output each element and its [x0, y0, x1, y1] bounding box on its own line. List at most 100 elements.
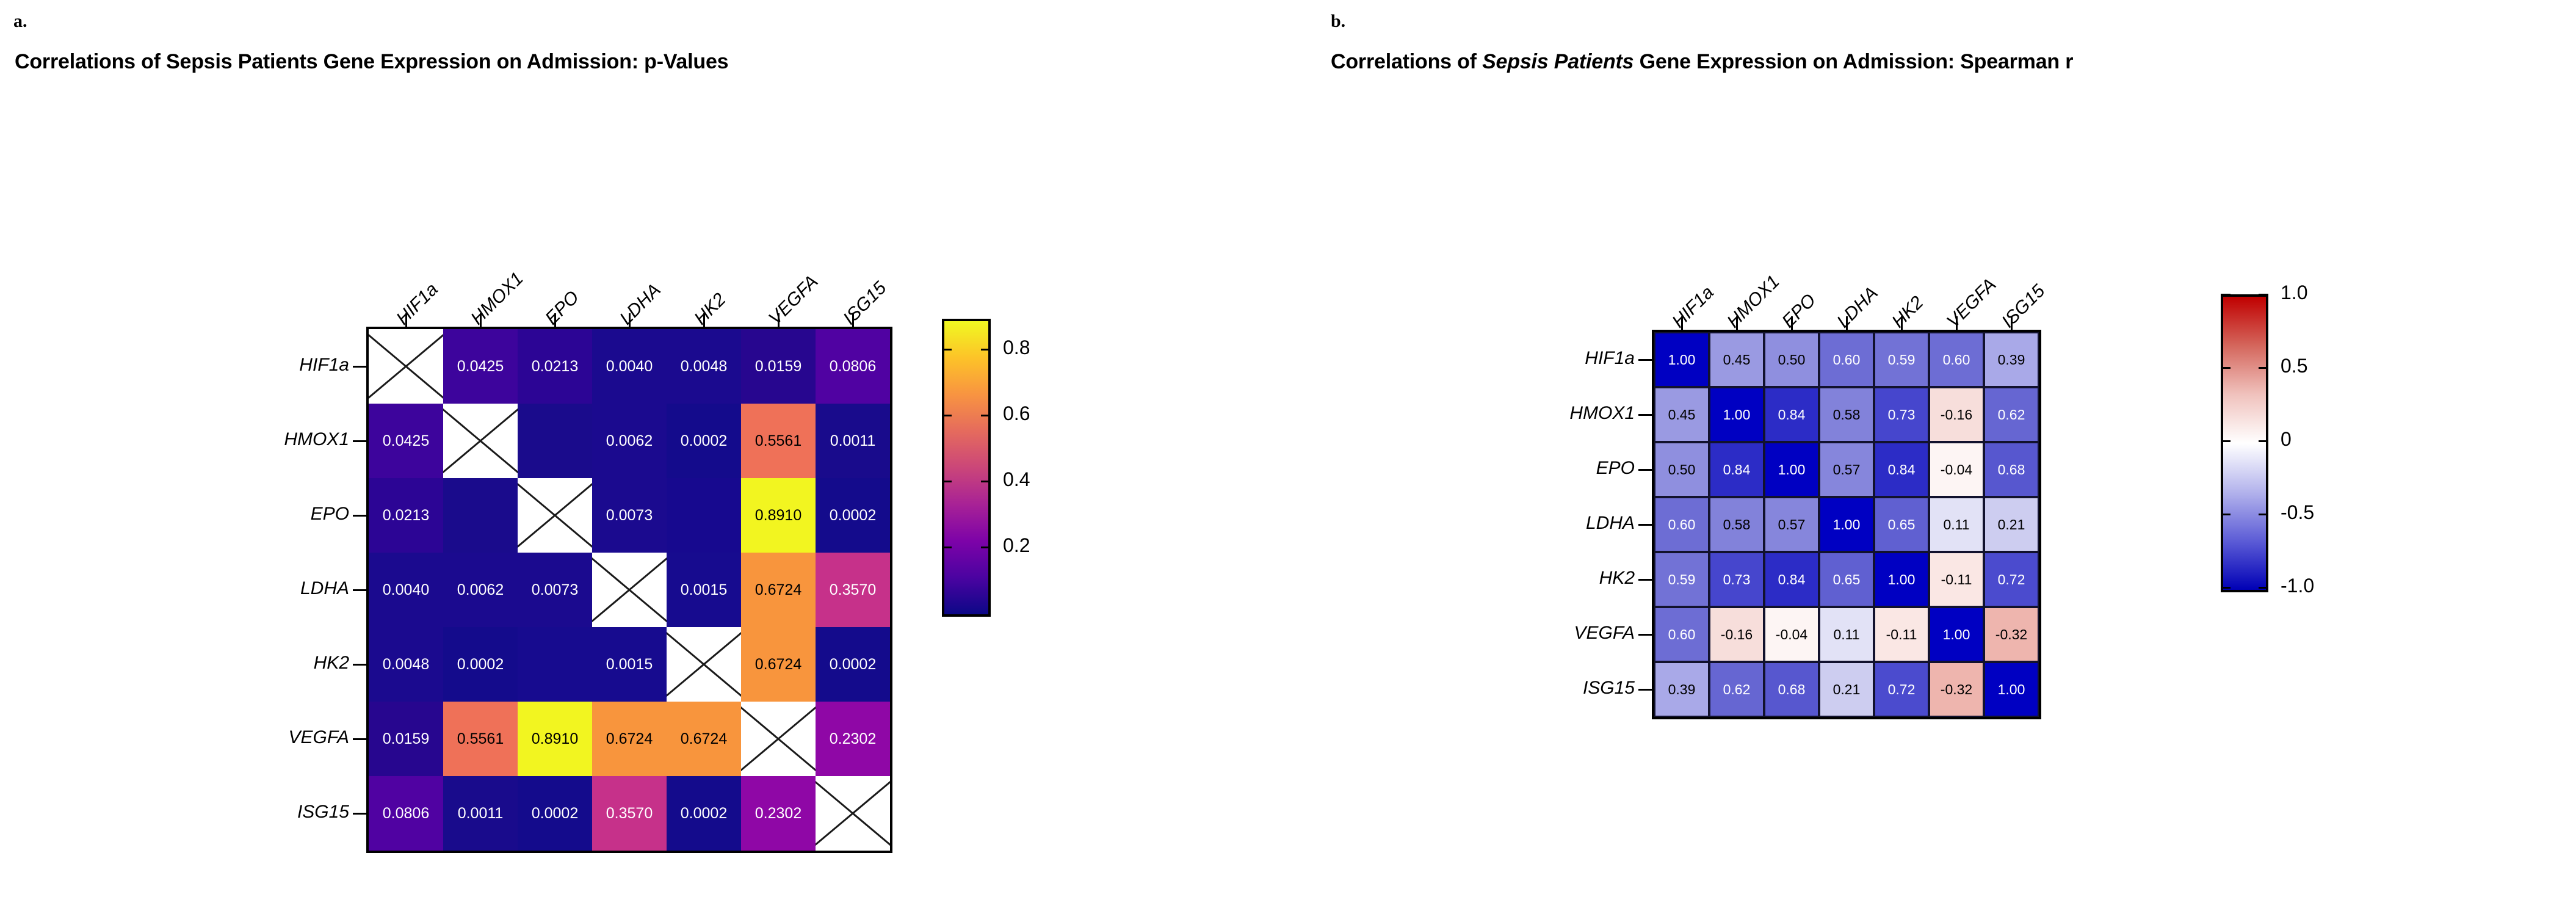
- heatmap-cell-value: 0.0073: [606, 506, 653, 524]
- heatmap-cell-value: 0.68: [1997, 461, 2025, 478]
- heatmap-cell: 0.58: [1819, 387, 1874, 442]
- colorbar-tick: [2259, 440, 2268, 442]
- colorbar-tick-label: 0.6: [1003, 402, 1030, 425]
- heatmap-cell: 0.5561: [741, 404, 816, 478]
- colorbar-tick-label: -1.0: [2281, 575, 2315, 597]
- x-axis-tick: [1956, 316, 1958, 330]
- x-axis-tick: [480, 313, 482, 327]
- heatmap-cell: -0.11: [1929, 552, 1984, 607]
- x-axis-label-EPO: EPO: [1778, 290, 1820, 332]
- heatmap-cell: 0.21: [1819, 662, 1874, 717]
- heatmap-cell-value: 0.73: [1887, 406, 1916, 423]
- heatmap-cell: 0.6724: [592, 702, 667, 776]
- colorbar-tick: [942, 415, 952, 417]
- heatmap-cell: 1.00: [1984, 662, 2039, 717]
- heatmap-cell-value: 0.58: [1723, 516, 1751, 532]
- heatmap-cell: 0.2302: [741, 776, 816, 851]
- heatmap-cell-value: 0.0040: [606, 357, 653, 375]
- x-axis-tick: [778, 313, 780, 327]
- heatmap-cell-value: 0.65: [1833, 571, 1861, 587]
- heatmap-cell: 0.62: [1709, 662, 1764, 717]
- colorbar-tick: [2221, 587, 2230, 589]
- heatmap-cell: 0.0159: [741, 329, 816, 404]
- heatmap-cell-value: 0.0806: [829, 357, 877, 375]
- y-axis-label-HMOX1: HMOX1: [1569, 403, 1635, 423]
- colorbar-tick: [942, 349, 952, 351]
- heatmap-cell-value: 0.58: [1833, 406, 1861, 423]
- heatmap-cell-value: 1.00: [1997, 681, 2025, 697]
- heatmap-cell-value: 0.60: [1942, 351, 1970, 368]
- heatmap-cell-value: 0.0806: [382, 804, 430, 822]
- y-axis-tick: [1638, 634, 1652, 636]
- heatmap-cell-value: 0.0048: [680, 357, 728, 375]
- heatmap-cell-value: 0.73: [1723, 571, 1751, 587]
- heatmap-cell-value: 0.50: [1668, 461, 1696, 478]
- colorbar-tick-label: -0.5: [2281, 501, 2315, 523]
- heatmap-cell-value: 0.21: [1997, 516, 2025, 532]
- heatmap-cell: 0.84: [1764, 387, 1819, 442]
- y-axis-tick: [353, 366, 366, 368]
- heatmap-cell-value: 0.6724: [680, 730, 728, 747]
- heatmap-cell: 0.58: [1709, 497, 1764, 552]
- panel-a-letter: a.: [13, 11, 27, 31]
- heatmap-cell-value: -0.16: [1940, 406, 1973, 423]
- heatmap-cell-value: 0.0040: [382, 581, 430, 598]
- heatmap-cell: 0.72: [1984, 552, 2039, 607]
- heatmap-cell-value: 0.21: [1833, 681, 1861, 697]
- heatmap-cell: 0.0425: [443, 329, 518, 404]
- heatmap-cell: 0.60: [1654, 497, 1709, 552]
- heatmap-cell: 0.39: [1984, 332, 2039, 387]
- heatmap-cell-value: 0.84: [1887, 461, 1916, 478]
- heatmap-cell-masked: [816, 776, 890, 851]
- heatmap-cell: 0.84: [1874, 442, 1929, 497]
- heatmap-cell-value: 0.72: [1887, 681, 1916, 697]
- x-axis-tick: [629, 313, 631, 327]
- heatmap-cell: 0.0002: [667, 404, 741, 478]
- heatmap-cell-value: 0.0062: [606, 432, 653, 449]
- heatmap-cell-value: 0.50: [1778, 351, 1806, 368]
- y-axis-tick: [1638, 579, 1652, 581]
- panel-b-title-emphasis: Sepsis Patients: [1482, 50, 1634, 73]
- x-axis-tick: [703, 313, 705, 327]
- colorbar-tick: [942, 547, 952, 549]
- heatmap-cell-value: 0.0062: [457, 581, 504, 598]
- heatmap-cell-value: 0.60: [1668, 516, 1696, 532]
- x-axis-label-LDHA: LDHA: [1833, 283, 1882, 332]
- colorbar-tick-label: 0.2: [1003, 534, 1030, 557]
- y-axis-label-HK2: HK2: [1599, 568, 1635, 588]
- heatmap-cell: 0.60: [1819, 332, 1874, 387]
- colorbar-tick: [2259, 367, 2268, 369]
- heatmap-cell-value: 0.0425: [382, 432, 430, 449]
- x-axis-tick: [852, 313, 854, 327]
- heatmap-cell-value: 0.8910: [754, 506, 802, 524]
- heatmap-cell: [518, 627, 592, 702]
- heatmap-cell: 0.6724: [741, 627, 816, 702]
- heatmap-cell: 0.84: [1709, 442, 1764, 497]
- heatmap-cell-value: -0.11: [1941, 571, 1972, 587]
- heatmap-cell: 0.0002: [443, 627, 518, 702]
- y-axis-label-ISG15: ISG15: [297, 802, 349, 822]
- x-axis-tick: [554, 313, 556, 327]
- colorbar-tick: [2259, 587, 2268, 589]
- heatmap-cell: 0.2302: [816, 702, 890, 776]
- heatmap-cell-value: 0.0002: [457, 655, 504, 673]
- colorbar-tick: [2221, 367, 2230, 369]
- heatmap-cell: 0.45: [1654, 387, 1709, 442]
- y-axis-tick: [353, 589, 366, 591]
- panel-b-title-suffix: Gene Expression on Admission: Spearman r: [1634, 50, 2074, 73]
- heatmap-cell-value: 0.0002: [829, 506, 877, 524]
- x-axis-label-EPO: EPO: [541, 287, 584, 329]
- heatmap-cell: -0.16: [1929, 387, 1984, 442]
- heatmap-cell: -0.11: [1874, 607, 1929, 662]
- y-axis-label-HIF1a: HIF1a: [1585, 348, 1635, 368]
- heatmap-cell: 0.84: [1764, 552, 1819, 607]
- y-axis-tick: [1638, 469, 1652, 471]
- heatmap-cell-value: 0.6724: [754, 655, 802, 673]
- heatmap-cell-value: 0.2302: [829, 730, 877, 747]
- heatmap-cell: -0.04: [1764, 607, 1819, 662]
- y-axis-tick: [353, 664, 366, 666]
- y-axis-label-HIF1a: HIF1a: [299, 355, 349, 375]
- panel-b: b. Correlations of Sepsis Patients Gene …: [1288, 0, 2576, 908]
- heatmap-cell: -0.16: [1709, 607, 1764, 662]
